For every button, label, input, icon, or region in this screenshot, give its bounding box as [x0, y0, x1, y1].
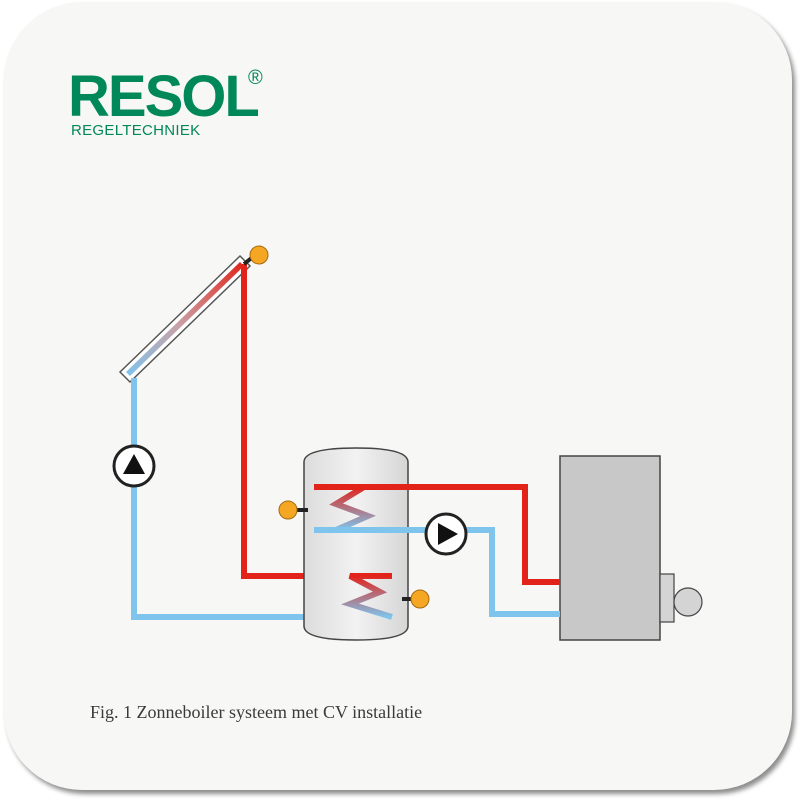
- resol-logo: RESOL ® REGELTECHNIEK: [68, 68, 278, 148]
- pump-icon: [112, 444, 156, 488]
- heat-exchanger-icon: [341, 573, 393, 620]
- storage-tank-icon: [303, 447, 409, 641]
- solar-heating-diagram: [112, 245, 703, 641]
- temperature-sensor-icon: [402, 589, 430, 609]
- logo-wordmark: RESOL: [68, 64, 260, 129]
- temperature-sensor-icon: [278, 500, 308, 520]
- temperature-sensor-icon: [242, 245, 269, 266]
- logo-subtitle: REGELTECHNIEK: [71, 122, 201, 139]
- logo-registered-mark: ®: [248, 67, 263, 89]
- burner-icon: [673, 587, 703, 617]
- figure-caption: Fig. 1 Zonneboiler systeem met CV instal…: [90, 702, 423, 722]
- cv-return-pipe: [314, 527, 560, 617]
- figure-card: RESOL ® REGELTECHNIEK: [4, 2, 792, 790]
- solar-collector-icon: [118, 254, 252, 384]
- cv-flow-pipe: [314, 484, 560, 585]
- cv-boiler-icon: [559, 455, 675, 641]
- pump-icon: [424, 512, 468, 556]
